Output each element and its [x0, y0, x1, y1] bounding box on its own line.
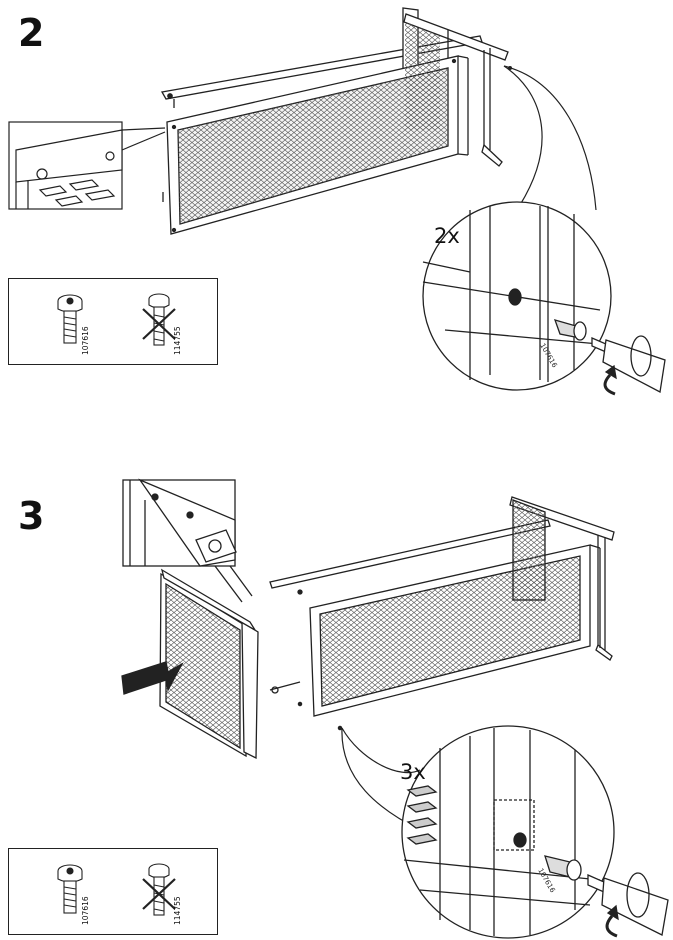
step-3-number: 3 [18, 494, 45, 538]
screw-icon [57, 294, 83, 344]
hardware-code-wrong: 114755 [173, 896, 182, 925]
step-3-hardware-box: 107616 114755 [8, 848, 218, 935]
screw-crossed-icon [142, 293, 176, 346]
step-2-hardware-box: 107616 114755 [8, 278, 218, 365]
step-2-number: 2 [18, 11, 45, 55]
hardware-code-correct: 107616 [81, 896, 90, 925]
screw-crossed-icon [142, 863, 176, 916]
step-3-multiplier: 3x [400, 760, 426, 784]
screw-icon [57, 864, 83, 914]
step-2-multiplier: 2x [434, 224, 460, 248]
